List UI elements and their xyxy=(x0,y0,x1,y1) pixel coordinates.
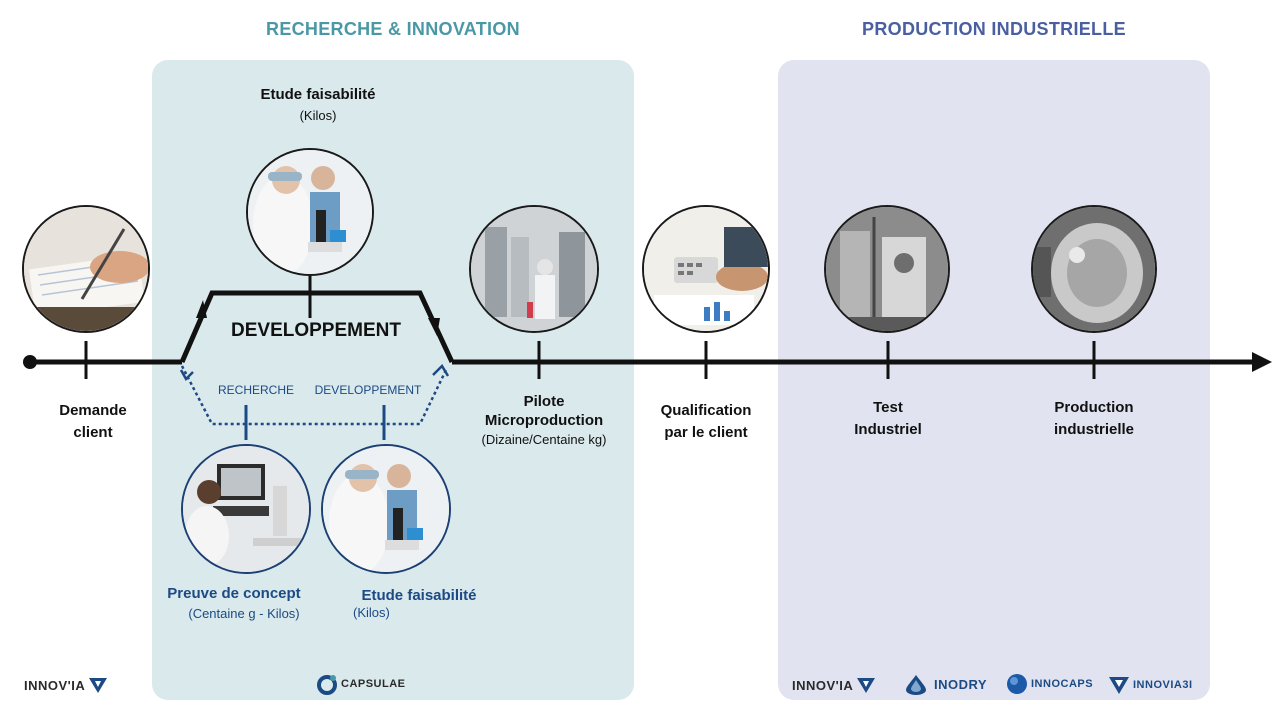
capsulae-logo-text: CAPSULAE xyxy=(341,678,406,690)
innovia3i-mark-icon xyxy=(1109,677,1129,694)
capsulae-mark-icon xyxy=(317,675,337,695)
demande-client-label: Demande client xyxy=(36,400,150,444)
test-line1: Test xyxy=(873,399,903,416)
developpement-small-label: DEVELOPPEMENT xyxy=(314,383,422,397)
industrial-vessel-photo xyxy=(1031,205,1157,333)
inodry-logo: INODRY xyxy=(902,673,987,695)
pilote-line1: Pilote xyxy=(523,393,565,410)
industrial-production-panel xyxy=(778,60,1210,700)
innovia-logo-right: INNOV'IA xyxy=(792,675,876,695)
test-line2: Industriel xyxy=(854,421,922,438)
microscope-photo-top xyxy=(246,148,374,276)
recherche-label: RECHERCHE xyxy=(217,383,294,397)
innovia-mark-icon xyxy=(89,678,108,693)
innovia3i-logo: INNOVIA3I xyxy=(1108,674,1193,696)
demande-line2: client xyxy=(73,424,113,441)
developpement-label: DEVELOPPEMENT xyxy=(231,320,401,341)
innovia-mark-icon-right xyxy=(857,678,876,693)
etude-faisabilite-top-detail: (Kilos) xyxy=(299,108,337,123)
capsulae-logo: CAPSULAE xyxy=(316,673,406,695)
production-line2: industrielle xyxy=(1053,421,1135,438)
down-arrow-head xyxy=(428,318,440,336)
qualification-line1: Qualification xyxy=(660,402,752,419)
etude-faisabilite-bottom-title: Etude faisabilité xyxy=(361,587,477,604)
pilote-label: Pilote Microproduction (Dizaine/Centaine… xyxy=(464,392,624,449)
section-title-production: PRODUCTION INDUSTRIELLE xyxy=(862,19,1126,39)
production-line1: Production xyxy=(1054,399,1134,416)
innovia-logo-left: INNOV'IA xyxy=(24,675,108,695)
innovia3i-logo-text: INNOVIA3I xyxy=(1133,679,1193,691)
qualification-line2: par le client xyxy=(664,424,748,441)
microscope-photo-bottom xyxy=(321,444,451,574)
preuve-concept-title: Preuve de concept xyxy=(167,585,301,602)
pilote-line2: Microproduction xyxy=(484,412,604,429)
etude-faisabilite-top-title: Etude faisabilité xyxy=(260,86,376,103)
inodry-logo-text: INODRY xyxy=(934,676,988,692)
pilot-plant-photo xyxy=(469,205,599,333)
industrial-test-photo xyxy=(824,205,950,333)
lab-computer-photo xyxy=(181,444,311,574)
innovia-logo-right-text: INNOV'IA xyxy=(792,677,854,693)
inodry-drop-icon xyxy=(906,675,926,695)
pilote-detail: (Dizaine/Centaine kg) xyxy=(481,432,607,447)
innovia-logo-left-text: INNOV'IA xyxy=(24,677,86,693)
innocaps-logo-text: INNOCAPS xyxy=(1031,678,1094,690)
dotted-arrow-left xyxy=(179,369,194,382)
up-arrow-head xyxy=(196,300,207,318)
qualification-label: Qualification par le client xyxy=(636,400,776,444)
etude-faisabilite-bottom-detail: (Kilos) xyxy=(353,605,390,620)
demande-line1: Demande xyxy=(59,402,127,419)
research-innovation-panel xyxy=(152,60,634,700)
section-title-research: RECHERCHE & INNOVATION xyxy=(266,19,520,39)
test-industriel-label: Test Industriel xyxy=(818,397,958,441)
timeline-arrow-head xyxy=(1252,352,1272,372)
preuve-concept-detail: (Centaine g - Kilos) xyxy=(188,606,300,621)
innocaps-sphere-icon xyxy=(1007,674,1027,694)
calculator-photo xyxy=(642,205,770,333)
writing-hand-photo xyxy=(22,205,150,333)
research-dotted-path xyxy=(180,365,448,426)
dotted-arrow-right xyxy=(432,363,450,377)
production-industrielle-label: Production industrielle xyxy=(1024,397,1164,441)
innocaps-logo: INNOCAPS xyxy=(1006,673,1093,695)
